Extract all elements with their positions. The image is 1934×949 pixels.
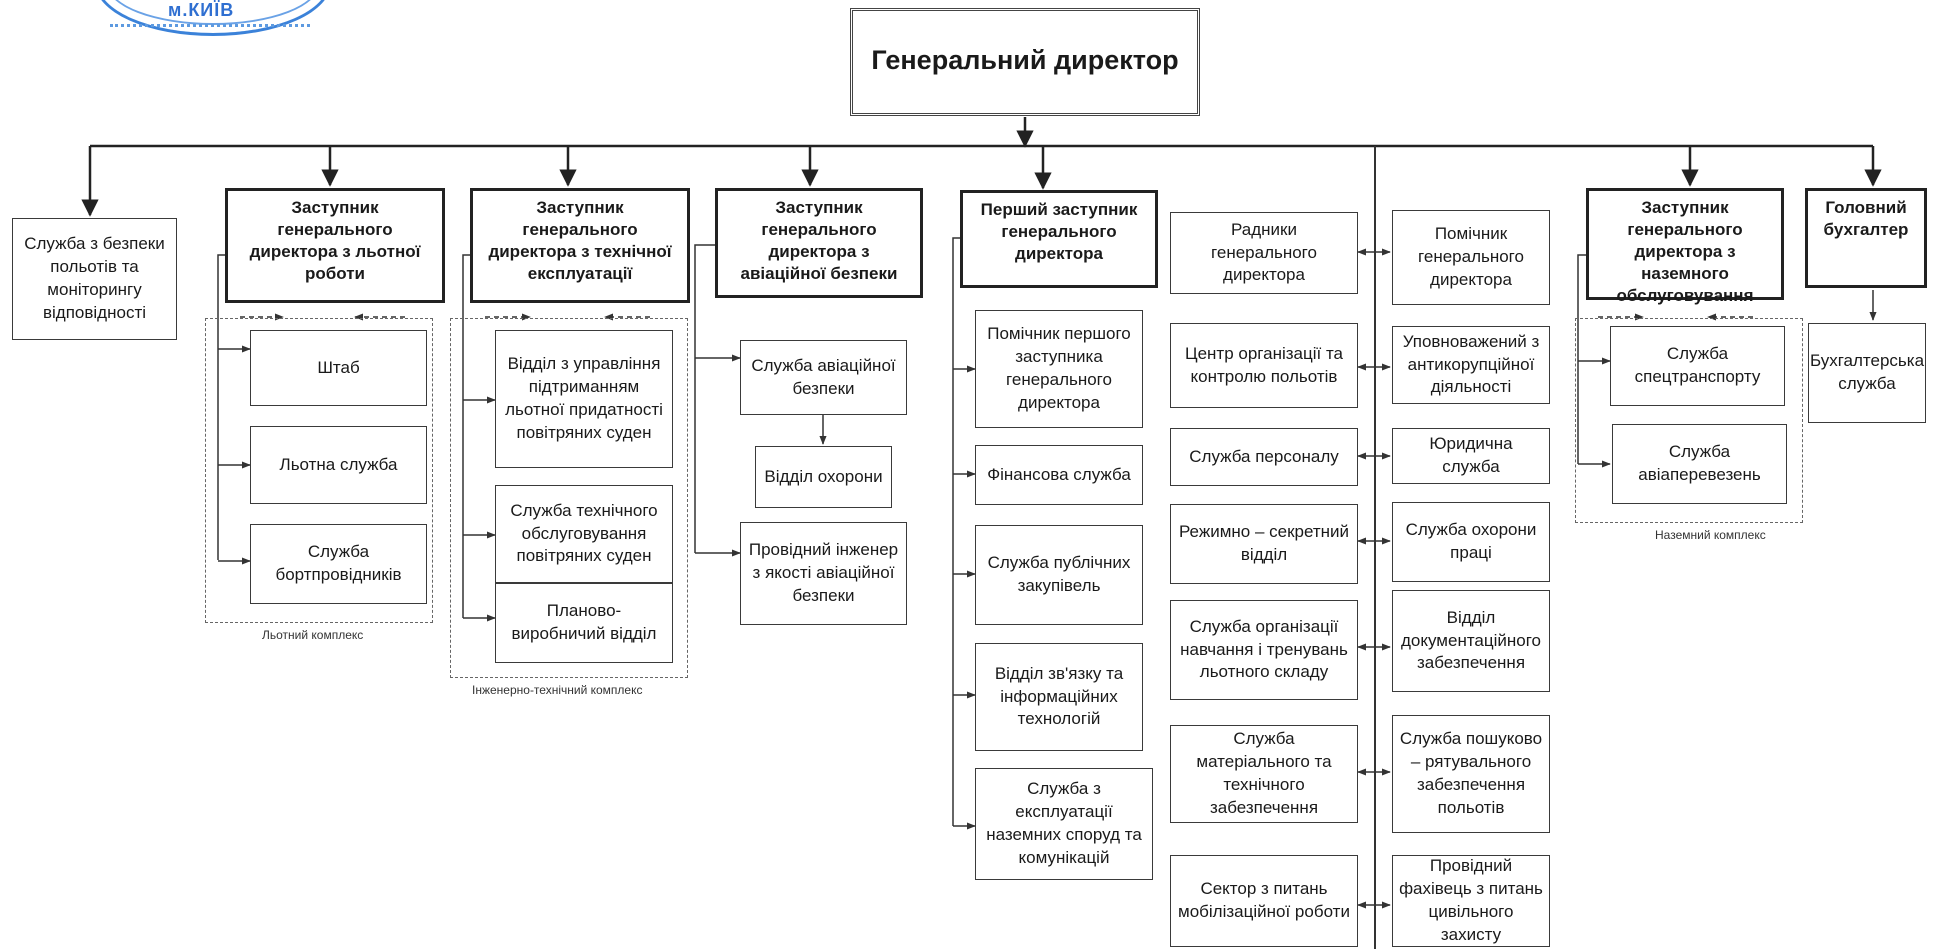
first-deputy-unit-box: Фінансова служба <box>975 445 1143 505</box>
ground-deputy-box: Заступник генерального директора з назем… <box>1586 188 1784 305</box>
flight-complex-caption: Льотний комплекс <box>262 628 364 642</box>
tech-deputy-title: Заступник генерального директора з техні… <box>488 198 672 284</box>
direct-unit-left-label: Служба організації навчання і тренувань … <box>1180 616 1348 682</box>
direct-unit-right-label: Провідний фахівець з питань цивільного з… <box>1399 856 1543 944</box>
direct-unit-left-label: Режимно – секретний відділ <box>1178 522 1350 564</box>
chief-accountant-box: Головний бухгалтер <box>1805 188 1927 288</box>
security-unit-box: Відділ охорони <box>755 446 892 508</box>
security-unit-box: Служба авіаційної безпеки <box>740 340 907 415</box>
flight-deputy-box: Заступник генерального директора з льотн… <box>225 188 445 303</box>
direct-unit-right-box: Відділ документаційного забезпечення <box>1392 590 1550 692</box>
first-deputy-title: Перший заступник генерального директора <box>980 200 1138 264</box>
flight-unit-label: Штаб <box>317 357 360 377</box>
flight-complex-group <box>205 318 433 623</box>
first-deputy-unit-box: Помічник першого заступника генерального… <box>975 310 1143 428</box>
direct-unit-right-label: Помічник генерального директора <box>1418 224 1524 289</box>
flight-unit-box: Штаб <box>250 330 427 406</box>
tech-unit-label: Планово-виробничий відділ <box>511 601 657 643</box>
tech-unit-label: Служба технічного обслуговування повітря… <box>510 500 658 566</box>
flight-unit-box: Служба бортпровідників <box>250 524 427 604</box>
general-director-box: Генеральний директор <box>850 8 1200 116</box>
direct-unit-right-box: Служба пошуково – рятувального забезпече… <box>1392 715 1550 833</box>
direct-unit-right-box: Помічник генерального директора <box>1392 210 1550 305</box>
direct-unit-left-box: Режимно – секретний відділ <box>1170 504 1358 584</box>
first-deputy-unit-box: Служба публічних закупівель <box>975 525 1143 625</box>
safety-monitoring-box: Служба з безпеки польотів та моніторингу… <box>12 218 177 340</box>
engineering-complex-group <box>450 318 688 678</box>
flight-unit-label: Льотна служба <box>279 454 398 474</box>
first-deputy-unit-label: Фінансова служба <box>987 464 1131 484</box>
direct-unit-left-label: Служба матеріального та технічного забез… <box>1196 729 1332 817</box>
flight-unit-box: Льотна служба <box>250 426 427 504</box>
accounting-unit-label: Бухгалтерська служба <box>1809 351 1925 393</box>
direct-unit-right-label: Відділ документаційного забезпечення <box>1400 607 1542 673</box>
direct-unit-left-label: Сектор з питань мобілізаційної роботи <box>1178 879 1350 921</box>
direct-unit-right-box: Служба охорони праці <box>1392 502 1550 582</box>
seal-ring <box>110 6 310 27</box>
security-unit-label: Відділ охорони <box>764 466 883 486</box>
direct-unit-right-box: Провідний фахівець з питань цивільного з… <box>1392 855 1550 947</box>
ground-unit-box: Служба авіаперевезень <box>1612 424 1787 504</box>
tech-unit-box: Відділ з управління підтриманням льотної… <box>495 330 673 468</box>
direct-unit-left-box: Служба організації навчання і тренувань … <box>1170 600 1358 700</box>
security-deputy-title: Заступник генерального директора з авіац… <box>740 198 898 284</box>
ground-unit-box: Служба спецтранспорту <box>1610 326 1785 406</box>
direct-unit-left-box: Радники генерального директора <box>1170 212 1358 294</box>
direct-unit-right-label: Юридична служба <box>1429 434 1513 476</box>
first-deputy-unit-label: Помічник першого заступника генерального… <box>987 324 1131 412</box>
safety-monitoring-label: Служба з безпеки польотів та моніторингу… <box>24 234 165 322</box>
security-unit-box: Провідний інженер з якості авіаційної бе… <box>740 522 907 625</box>
flight-unit-label: Служба бортпровідників <box>275 542 402 584</box>
direct-unit-right-label: Служба охорони праці <box>1405 520 1537 562</box>
security-deputy-box: Заступник генерального директора з авіац… <box>715 188 923 298</box>
flight-deputy-title: Заступник генерального директора з льотн… <box>249 198 421 284</box>
direct-unit-right-label: Служба пошуково – рятувального забезпече… <box>1399 729 1543 817</box>
first-deputy-box: Перший заступник генерального директора <box>960 190 1158 288</box>
security-unit-label: Служба авіаційної безпеки <box>751 355 896 398</box>
direct-unit-left-box: Центр організації та контролю польотів <box>1170 323 1358 408</box>
ground-complex-group <box>1575 318 1803 523</box>
first-deputy-unit-label: Служба публічних закупівель <box>987 553 1131 595</box>
ground-unit-label: Служба авіаперевезень <box>1638 442 1761 484</box>
direct-unit-left-box: Служба персоналу <box>1170 428 1358 486</box>
tech-unit-box: Планово-виробничий відділ <box>495 583 673 663</box>
direct-unit-left-label: Центр організації та контролю польотів <box>1185 343 1343 386</box>
first-deputy-unit-box: Відділ зв'язку та інформаційних технолог… <box>975 643 1143 751</box>
direct-unit-left-label: Служба персоналу <box>1189 446 1339 466</box>
first-deputy-unit-label: Служба з експлуатації наземних споруд та… <box>986 779 1142 867</box>
ground-complex-caption: Наземний комплекс <box>1655 528 1766 542</box>
ground-deputy-title: Заступник генерального директора з назем… <box>1616 198 1754 306</box>
tech-deputy-box: Заступник генерального директора з техні… <box>470 188 690 303</box>
first-deputy-unit-box: Служба з експлуатації наземних споруд та… <box>975 768 1153 880</box>
direct-unit-left-label: Радники генерального директора <box>1211 219 1317 285</box>
direct-unit-right-box: Юридична служба <box>1392 428 1550 484</box>
ground-unit-label: Служба спецтранспорту <box>1634 344 1761 386</box>
tech-unit-label: Відділ з управління підтриманням льотної… <box>505 354 663 442</box>
direct-unit-right-label: Уповноважений з антикорупційної діяльнос… <box>1402 331 1540 397</box>
tech-unit-box: Служба технічного обслуговування повітря… <box>495 485 673 583</box>
seal-text: м.КИЇВ <box>168 0 235 20</box>
first-deputy-unit-label: Відділ зв'язку та інформаційних технолог… <box>994 663 1124 729</box>
direct-unit-right-box: Уповноважений з антикорупційної діяльнос… <box>1392 326 1550 404</box>
security-unit-label: Провідний інженер з якості авіаційної бе… <box>748 540 899 605</box>
engineering-complex-caption: Інженерно-технічний комплекс <box>472 683 643 697</box>
accounting-unit-box: Бухгалтерська служба <box>1808 323 1926 423</box>
direct-unit-left-box: Служба матеріального та технічного забез… <box>1170 725 1358 823</box>
general-director-label: Генеральний директор <box>871 44 1179 75</box>
chief-accountant-title: Головний бухгалтер <box>1823 198 1909 240</box>
direct-unit-left-box: Сектор з питань мобілізаційної роботи <box>1170 855 1358 947</box>
